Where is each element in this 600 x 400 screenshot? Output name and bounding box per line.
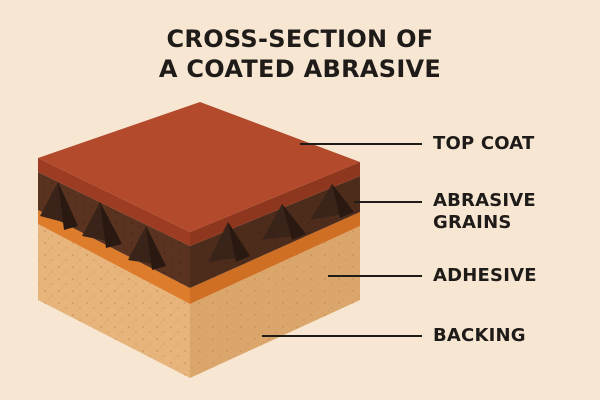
abrasive-grain-shade <box>282 204 306 240</box>
adhesive-right-face <box>190 212 360 304</box>
label-abrasive-grains-line-2: GRAINS <box>433 212 512 233</box>
abrasive-grain-shade <box>100 202 122 248</box>
top-coat-right-face <box>190 162 360 246</box>
label-adhesive-text: ADHESIVE <box>433 265 537 286</box>
title-line-1: CROSS-SECTION OF <box>166 25 434 53</box>
label-top-coat-text: TOP COAT <box>433 133 535 154</box>
title-line-2: A COATED ABRASIVE <box>158 55 442 83</box>
label-top-coat: TOP COAT <box>433 133 534 155</box>
label-backing: BACKING <box>433 325 526 347</box>
label-abrasive-grains: ABRASIVE GRAINS <box>433 190 536 234</box>
top-coat-top-face <box>38 102 360 232</box>
top-coat-left-face <box>38 158 190 246</box>
label-adhesive: ADHESIVE <box>433 265 537 287</box>
abrasive-grains-left <box>40 182 166 270</box>
abrasive-grain-shade <box>58 182 78 230</box>
label-abrasive-grains-line-1: ABRASIVE <box>433 190 536 211</box>
abrasive-grains-right <box>208 184 354 262</box>
adhesive-left-face <box>38 210 190 304</box>
backing-right-speckle <box>190 226 360 378</box>
label-backing-text: BACKING <box>433 325 526 346</box>
backing-left-speckle <box>38 224 190 378</box>
diagram-title: CROSS-SECTION OF A COATED ABRASIVE <box>0 24 600 84</box>
abrasive-grain-shade <box>146 226 166 270</box>
abrasive-grain-shade <box>228 222 250 262</box>
abrasive-grain-shade <box>332 184 354 218</box>
